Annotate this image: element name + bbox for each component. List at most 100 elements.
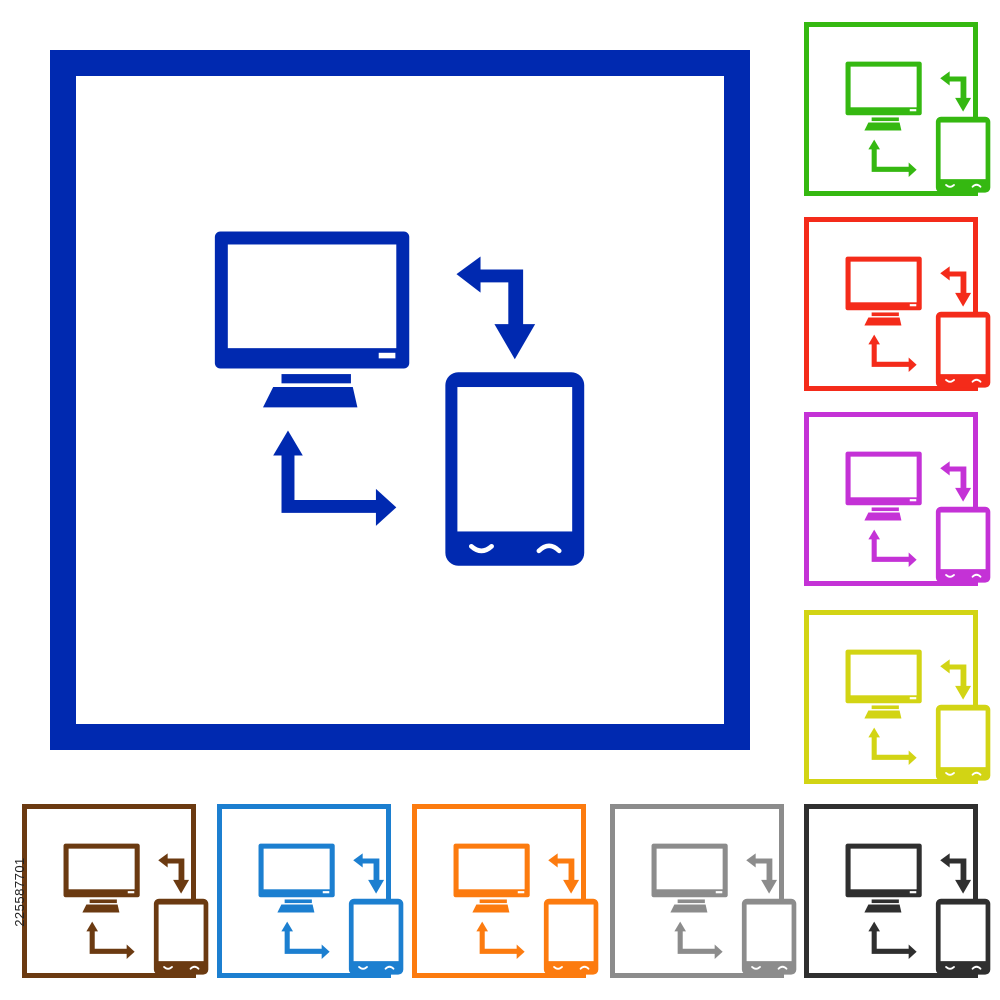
- stock-id-text: 225587701: [12, 857, 27, 927]
- sync-arrow-top: [940, 659, 972, 700]
- sync-arrow-top: [353, 853, 385, 894]
- monitor-indicator: [909, 109, 917, 112]
- monitor-screen: [850, 848, 917, 890]
- icon-group: [845, 61, 991, 193]
- magenta-icon-tile: [804, 412, 991, 586]
- gray-icon-tile: [610, 804, 797, 978]
- monitor-stand: [864, 317, 902, 326]
- phone-call-button: [163, 966, 173, 970]
- computer-phone-sync-icon: [651, 843, 797, 975]
- monitor-screen: [850, 456, 917, 498]
- monitor-indicator: [909, 697, 917, 700]
- monitor-neck: [871, 117, 899, 122]
- computer-phone-sync-icon: [845, 843, 991, 975]
- phone-call-button: [945, 772, 955, 776]
- icon-group: [845, 256, 991, 388]
- computer-phone-sync-icon: [845, 61, 991, 193]
- icon-group: [845, 451, 991, 583]
- sync-arrow-bottom: [868, 334, 917, 372]
- monitor-screen: [227, 244, 397, 349]
- green-icon-tile: [804, 22, 991, 196]
- sync-arrow-top: [940, 266, 972, 307]
- phone-screen: [353, 904, 399, 962]
- monitor-indicator: [322, 891, 330, 894]
- monitor-stand: [277, 904, 315, 913]
- computer-phone-sync-icon: [214, 231, 585, 566]
- phone-end-button: [579, 965, 590, 970]
- monitor-neck: [479, 899, 507, 904]
- monitor-neck: [871, 705, 899, 710]
- phone-screen: [940, 317, 986, 375]
- phone-call-button: [945, 574, 955, 578]
- monitor-neck: [89, 899, 117, 904]
- red-icon-tile: [804, 217, 991, 391]
- sync-arrow-bottom: [868, 529, 917, 567]
- monitor-stand: [262, 387, 358, 408]
- computer-phone-sync-icon: [63, 843, 209, 975]
- phone-call-button: [945, 966, 955, 970]
- monitor-indicator: [127, 891, 135, 894]
- monitor-indicator: [909, 891, 917, 894]
- computer-phone-sync-icon: [845, 451, 991, 583]
- blue-icon-tile: [217, 804, 404, 978]
- icon-group: [63, 843, 209, 975]
- sync-arrow-top: [940, 71, 972, 112]
- yellow-icon-tile: [804, 610, 991, 784]
- monitor-stand: [864, 122, 902, 131]
- phone-call-button: [945, 379, 955, 383]
- phone-screen: [457, 387, 573, 532]
- monitor-stand: [864, 512, 902, 521]
- monitor-indicator: [909, 304, 917, 307]
- black-icon-tile: [804, 804, 991, 978]
- sync-arrow-bottom: [674, 921, 723, 959]
- sync-arrow-bottom: [273, 430, 397, 526]
- phone-screen: [940, 710, 986, 768]
- phone-end-button: [971, 573, 982, 578]
- monitor-neck: [677, 899, 705, 904]
- monitor-screen: [263, 848, 330, 890]
- sync-arrow-bottom: [868, 921, 917, 959]
- sync-arrow-bottom: [868, 139, 917, 177]
- phone-screen: [548, 904, 594, 962]
- monitor-stand: [472, 904, 510, 913]
- monitor-screen: [850, 66, 917, 108]
- sync-arrow-top: [940, 853, 972, 894]
- monitor-indicator: [909, 499, 917, 502]
- monitor-screen: [850, 654, 917, 696]
- sync-arrow-top: [746, 853, 778, 894]
- brown-icon-tile: [22, 804, 209, 978]
- orange-icon-tile: [412, 804, 599, 978]
- monitor-stand: [670, 904, 708, 913]
- monitor-neck: [281, 374, 351, 384]
- phone-screen: [158, 904, 204, 962]
- computer-phone-sync-icon: [453, 843, 599, 975]
- phone-end-button: [777, 965, 788, 970]
- monitor-stand: [864, 710, 902, 719]
- monitor-stand: [864, 904, 902, 913]
- monitor-screen: [656, 848, 723, 890]
- monitor-stand: [82, 904, 120, 913]
- icon-group: [258, 843, 404, 975]
- monitor-neck: [284, 899, 312, 904]
- icon-group: [453, 843, 599, 975]
- phone-end-button: [971, 965, 982, 970]
- phone-call-button: [553, 966, 563, 970]
- monitor-neck: [871, 899, 899, 904]
- sync-arrow-top: [548, 853, 580, 894]
- sync-arrow-bottom: [476, 921, 525, 959]
- monitor-indicator: [715, 891, 723, 894]
- phone-screen: [746, 904, 792, 962]
- sync-arrow-bottom: [281, 921, 330, 959]
- phone-call-button: [468, 543, 494, 554]
- phone-end-button: [189, 965, 200, 970]
- icon-group: [651, 843, 797, 975]
- sync-arrow-top: [456, 256, 536, 360]
- icon-group: [845, 649, 991, 781]
- sync-arrow-top: [940, 461, 972, 502]
- phone-end-button: [536, 543, 562, 554]
- phone-call-button: [945, 184, 955, 188]
- monitor-screen: [850, 261, 917, 303]
- phone-end-button: [971, 771, 982, 776]
- phone-call-button: [358, 966, 368, 970]
